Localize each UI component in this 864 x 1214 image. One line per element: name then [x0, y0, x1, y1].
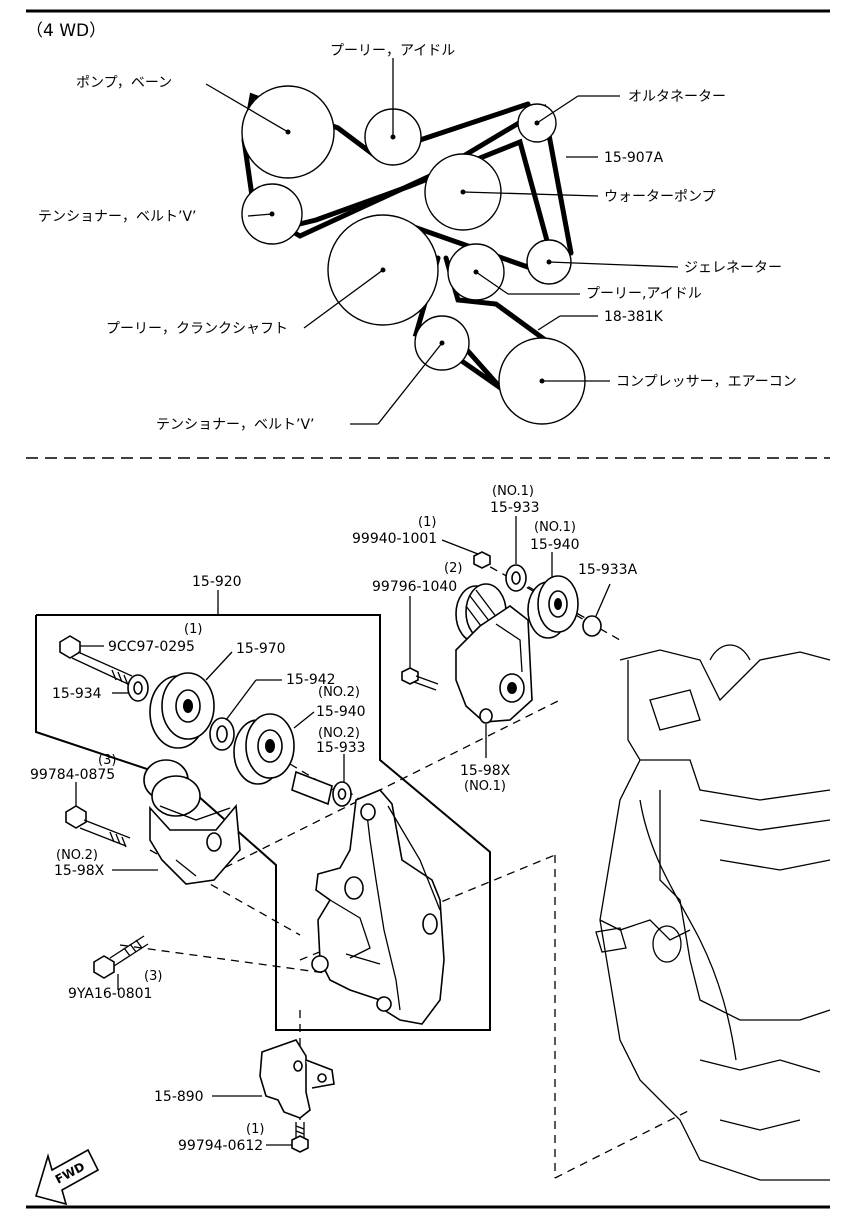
label-belt-k: 18-381K	[604, 309, 664, 325]
part-9cc97-qty: (1)	[184, 622, 202, 637]
part-99796: 99796-1040	[372, 579, 457, 595]
label-water-pump: ウォーターポンプ	[604, 189, 716, 205]
part-15-940-no2-tag: (NO.2)	[318, 685, 360, 700]
sleeve	[291, 770, 333, 806]
exploded-view: 15-920	[30, 484, 831, 1206]
bolt-99784	[65, 805, 131, 848]
part-15-934: 15-934	[52, 686, 102, 702]
part-99940: 99940-1001	[352, 531, 437, 547]
part-15-942: 15-942	[286, 672, 336, 688]
part-15-933-no2: 15-933	[316, 740, 366, 756]
label-compressor: コンプレッサー，エアーコン	[616, 374, 797, 390]
assembly-outline	[35, 614, 491, 1031]
label-belt-a: 15-907A	[604, 150, 664, 166]
part-99794-qty: (1)	[246, 1122, 264, 1137]
leader-15-940-no2	[293, 711, 315, 729]
part-15-920: 15-920	[192, 574, 242, 590]
bolt-99794	[291, 1122, 309, 1153]
leader-15-933a	[595, 583, 611, 617]
engine-block	[595, 644, 831, 1181]
part-15-98x-no1: 15-98X	[460, 763, 511, 779]
part-15-933-no1: 15-933	[490, 500, 540, 516]
part-15-933-no2-tag: (NO.2)	[318, 726, 360, 741]
bolt-9cc97	[59, 635, 133, 686]
part-99796-qty: (2)	[444, 561, 462, 576]
label-generator: ジェレネーター	[684, 260, 782, 276]
part-15-98x-no1-tag: (NO.1)	[464, 779, 506, 794]
leader-15-970	[205, 651, 233, 681]
nut-99940	[473, 551, 491, 569]
part-99784-qty: (3)	[98, 753, 116, 768]
idler-pulley-15-940-no2	[233, 713, 295, 785]
label-pulley-idle-mid: プーリー,アイドル	[586, 286, 702, 302]
bracket-15-890	[259, 1039, 335, 1119]
label-crankshaft: プーリー，クランクシャフト	[106, 321, 288, 337]
label-pump-vane: ポンプ，ベーン	[76, 75, 172, 91]
part-15-940-no1-tag: (NO.1)	[534, 520, 576, 535]
belt-routing-diagram: ポンプ，ベーン プーリー，アイドル オルタネーター 15-907A ウォーターポ…	[38, 43, 797, 433]
idler-pulley-15-940-no1	[527, 575, 579, 639]
part-15-890: 15-890	[154, 1089, 204, 1105]
tensioner-15-98x-no1	[455, 583, 533, 724]
tensioner-15-98x-no2	[143, 759, 241, 885]
part-15-98x-no2-tag: (NO.2)	[56, 848, 98, 863]
label-tensioner-upper: テンショナー，ベルト’V’	[38, 209, 196, 225]
belt-leader-lines	[205, 58, 679, 425]
part-15-933a: 15-933A	[578, 562, 638, 578]
label-tensioner-lower: テンショナー，ベルト’V’	[156, 417, 314, 433]
section-label: （4 WD）	[26, 21, 106, 41]
bolt-9ya16	[93, 935, 149, 979]
label-alternator: オルタネーター	[628, 89, 726, 105]
part-9ya16: 9YA16-0801	[68, 986, 152, 1002]
part-15-98x-no2: 15-98X	[54, 863, 105, 879]
part-99794: 99794-0612	[178, 1138, 263, 1154]
part-99940-qty: (1)	[418, 515, 436, 530]
part-15-940-no2: 15-940	[316, 704, 366, 720]
part-15-933-no1-tag: (NO.1)	[492, 484, 534, 499]
part-15-970: 15-970	[236, 641, 286, 657]
belt-upper-b	[241, 92, 531, 161]
tensioner-bracket	[311, 789, 445, 1025]
fwd-arrow: FWD	[34, 1148, 100, 1206]
leader-99940	[441, 539, 479, 555]
part-9ya16-qty: (3)	[144, 969, 162, 984]
label-pulley-idle-top: プーリー，アイドル	[330, 43, 455, 59]
part-9cc97: 9CC97-0295	[108, 639, 195, 655]
cap-15-933a	[582, 615, 602, 637]
part-15-940-no1: 15-940	[530, 537, 580, 553]
bolt-99796	[401, 667, 439, 691]
part-99784: 99784-0875	[30, 767, 115, 783]
idler-pulley-15-970	[149, 672, 215, 749]
